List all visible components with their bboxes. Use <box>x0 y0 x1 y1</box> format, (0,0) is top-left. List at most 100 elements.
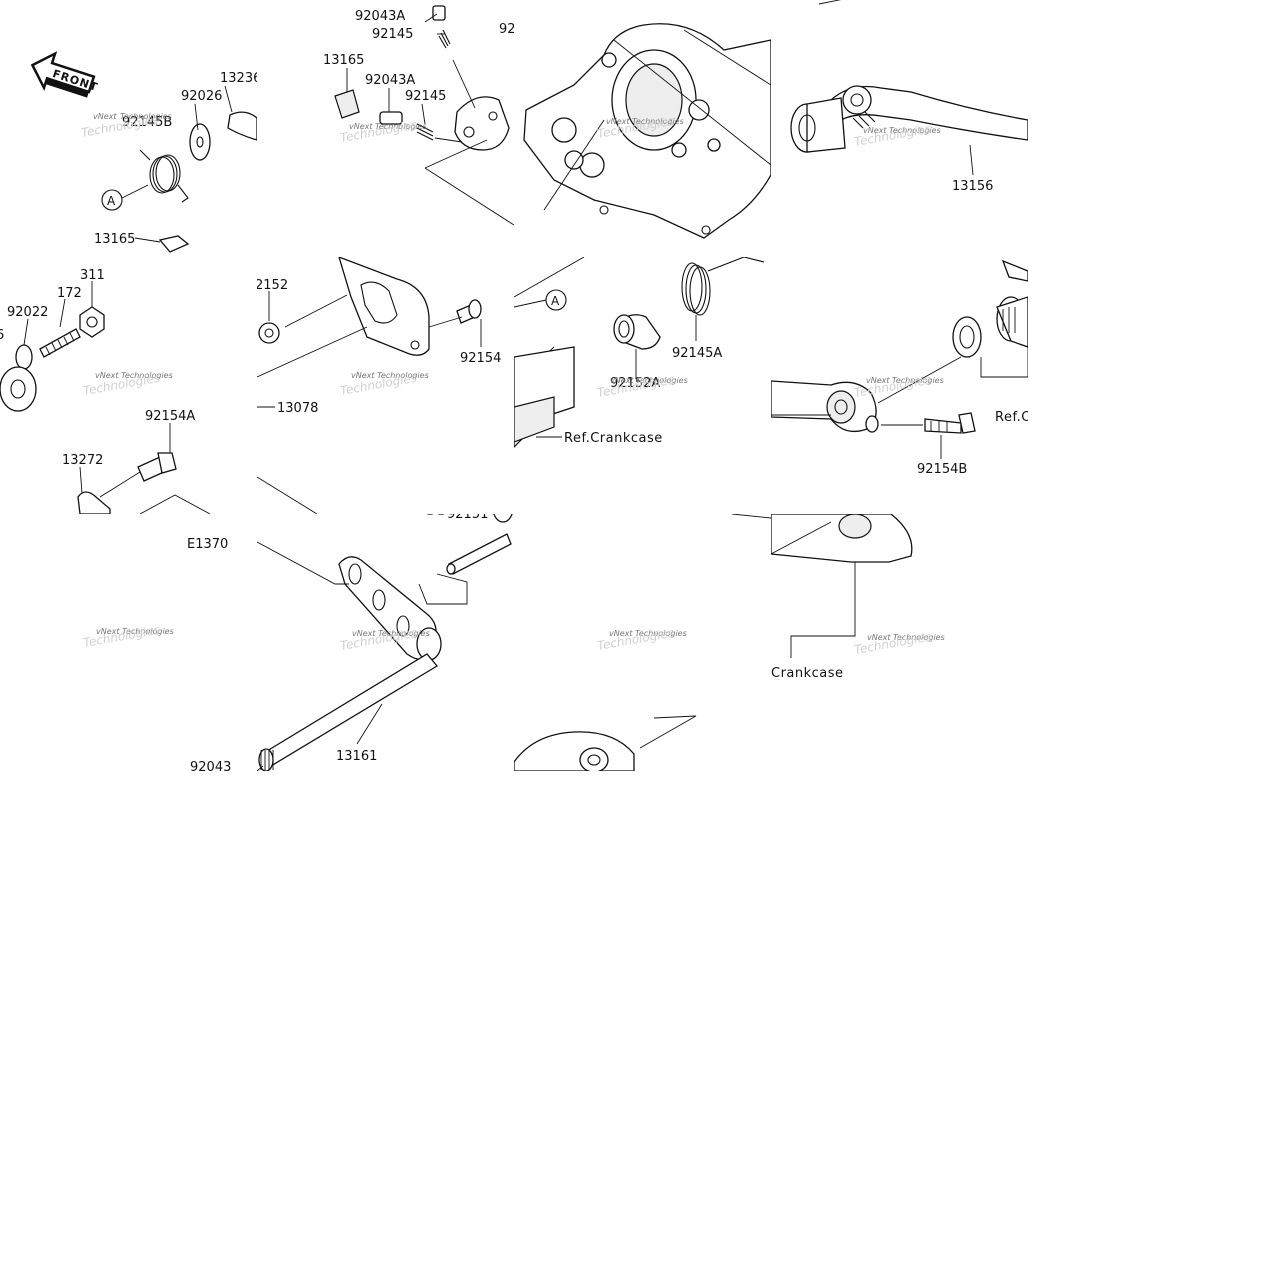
label-92152: 2152 <box>257 278 288 293</box>
label-92022: 92022 <box>7 305 48 320</box>
collar-92152a <box>613 314 661 350</box>
label-92145-top: 92145 <box>372 27 413 42</box>
svg-text:vNext: vNext <box>609 629 633 638</box>
tile-top-left: FRONT <box>0 0 257 257</box>
tile-mid-left: 311 172 92022 6 92154A 13272 vNext Techn… <box>0 257 257 514</box>
label-92043a-top: 92043A <box>355 9 405 24</box>
callout-a-left: A <box>107 194 116 208</box>
watermark: vNext Technologies Technologies <box>82 623 174 650</box>
label-92026: 92026 <box>181 89 222 104</box>
lever-13272 <box>77 491 111 514</box>
svg-text:vNext: vNext <box>866 376 890 385</box>
svg-text:vNext: vNext <box>863 126 887 135</box>
label-13165-top: 13165 <box>323 53 364 68</box>
spring-92145a <box>681 257 765 316</box>
label-92154: 92154 <box>460 351 501 366</box>
label-13272: 13272 <box>62 453 103 468</box>
svg-text:vNext: vNext <box>606 117 630 126</box>
svg-text:Technologies: Technologies <box>893 633 945 642</box>
watermark: vNext Technologies Technologies <box>596 373 688 400</box>
label-92043a-mid: 92043A <box>365 73 415 88</box>
svg-text:vNext: vNext <box>349 122 373 131</box>
nut-311 <box>79 306 105 338</box>
svg-text:Technologies: Technologies <box>892 376 944 385</box>
bolt-92154a <box>137 452 177 482</box>
tile-mid-center-left: 2152 92154 13078 vNext Technologies Tech… <box>257 257 514 514</box>
bolt-92154 <box>456 299 482 324</box>
pins-92151 <box>427 514 513 523</box>
svg-text:Technologies: Technologies <box>122 627 174 636</box>
tile-bottom-left: E1370 92043 vNext Technologies Technolog… <box>0 514 257 771</box>
tile-bottom-center-right: vNext Technologies Technologies <box>514 514 771 771</box>
washer-92022 <box>15 344 33 370</box>
oil-seal <box>952 316 982 358</box>
label-92151-trunc: 92151 <box>447 514 488 522</box>
watermark: vNext Technologies Technologies <box>339 118 427 145</box>
washer-large <box>0 366 37 412</box>
svg-text:vNext: vNext <box>96 627 120 636</box>
tile-bottom-center-left: 92151 13161 vNext Technologies Technolog… <box>257 514 514 771</box>
label-6-trunc: 6 <box>0 328 4 343</box>
svg-text:Technologies: Technologies <box>635 629 687 638</box>
shift-pedal-13156 <box>790 85 1028 153</box>
watermark: vNext Technologies Technologies <box>853 122 941 149</box>
crankcase-housing <box>523 23 771 239</box>
label-92152a: 92152A <box>610 376 660 391</box>
shift-lever-arm <box>771 380 877 433</box>
tile-mid-center-right: A 92145A 92152A Ref.Crankcase vNext Tech <box>514 257 771 514</box>
label-92043: 92043 <box>190 760 231 771</box>
label-ref-crankcase: Ref.Crankcase <box>564 431 663 446</box>
front-arrow-icon: FRONT <box>30 51 100 98</box>
svg-text:Technologies: Technologies <box>889 126 941 135</box>
svg-text:Technologies: Technologies <box>121 371 173 380</box>
svg-text:Technologies: Technologies <box>632 117 684 126</box>
label-ref-trunc: Ref.C <box>995 410 1028 425</box>
svg-text:vNext: vNext <box>610 376 634 385</box>
pin-13165-bottom <box>158 235 190 253</box>
watermark: vNext Technologies Technologies <box>82 371 173 398</box>
pin-92043a-mid <box>379 111 403 125</box>
watermark: vNext Technologies Technologies <box>596 626 687 653</box>
collar-13236 <box>227 111 257 141</box>
label-13236: 13236 <box>220 71 257 86</box>
svg-text:Technologies: Technologies <box>120 112 172 121</box>
pin-13165-top <box>334 89 360 119</box>
tile-mid-right: 92154B Ref.C vNext Technologies Technolo… <box>771 257 1028 514</box>
needle-bearing <box>996 296 1028 348</box>
label-13161: 13161 <box>336 749 377 764</box>
svg-text:vNext: vNext <box>93 112 117 121</box>
label-crankcase: Crankcase <box>771 666 844 681</box>
svg-text:vNext: vNext <box>867 633 891 642</box>
watermark: vNext Technologies Technologies <box>853 630 945 657</box>
svg-text:Technologies: Technologies <box>378 629 430 638</box>
label-92145-mid: 92145 <box>405 89 446 104</box>
shift-shaft-13161 <box>258 556 442 771</box>
tile-top-right: 13156 vNext Technologies Technologies <box>771 0 1028 257</box>
shift-cam <box>454 96 510 151</box>
label-172: 172 <box>57 286 82 301</box>
svg-text:Technologies: Technologies <box>636 376 688 385</box>
watermark: vNext Technologies Technologies <box>339 371 429 398</box>
watermark: vNext Technologies Technologies <box>853 373 944 400</box>
svg-text:vNext: vNext <box>351 371 375 380</box>
tile-top-center-left: 92043A 92145 92 13165 92043A 92145 vNext… <box>257 0 514 257</box>
callout-a-right: A <box>551 294 560 308</box>
label-13078: 13078 <box>277 401 318 416</box>
label-92154a: 92154A <box>145 409 195 424</box>
svg-text:Technologies: Technologies <box>377 371 429 380</box>
spring-92145b <box>139 149 189 203</box>
label-13165-bottom: 13165 <box>94 232 135 247</box>
tile-bottom-right: Crankcase vNext Technologies Technologie… <box>771 514 1028 771</box>
washer-92026 <box>189 123 211 161</box>
tile-top-center-right: vNext Technologies Technologies <box>514 0 771 257</box>
label-e1370: E1370 <box>187 537 228 552</box>
pin-92043 <box>446 533 512 575</box>
label-92145a: 92145A <box>672 346 722 361</box>
plate-13078 <box>338 257 430 356</box>
svg-text:Technologies: Technologies <box>375 122 427 131</box>
bolt-172 <box>39 328 81 358</box>
svg-text:vNext: vNext <box>352 629 376 638</box>
svg-text:vNext: vNext <box>95 371 119 380</box>
label-13156: 13156 <box>952 179 993 194</box>
bolt-92154b <box>924 412 976 434</box>
